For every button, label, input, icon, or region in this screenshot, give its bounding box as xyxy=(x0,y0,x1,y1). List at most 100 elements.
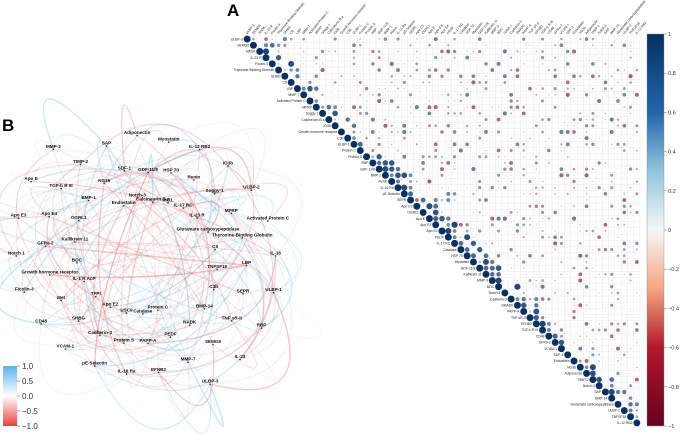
correlation-circle xyxy=(560,205,563,207)
correlation-circle xyxy=(586,51,587,52)
correlation-circle xyxy=(630,329,631,331)
correlation-circle xyxy=(617,88,619,89)
correlation-circle xyxy=(548,51,550,52)
correlation-circle xyxy=(589,364,596,371)
correlation-circle xyxy=(495,265,502,271)
correlation-circle xyxy=(403,100,405,102)
network-node xyxy=(99,334,101,337)
network-edge xyxy=(27,216,85,282)
correlation-circle xyxy=(297,51,298,52)
correlation-circle xyxy=(529,51,531,52)
network-edge xyxy=(120,197,139,344)
correlation-circle xyxy=(359,137,361,139)
correlation-circle xyxy=(510,286,512,288)
correlation-circle xyxy=(567,75,569,77)
network-legend-bar xyxy=(3,366,17,426)
correlation-circle xyxy=(378,125,380,127)
correlation-circle xyxy=(410,156,411,158)
correlation-circle xyxy=(485,44,487,47)
correlation-circle xyxy=(611,100,613,102)
network-edge xyxy=(45,189,252,247)
correlation-circle xyxy=(295,74,300,79)
correlation-circle xyxy=(579,317,581,318)
network-edge xyxy=(60,188,149,344)
correlation-circle xyxy=(407,196,415,204)
correlation-circle xyxy=(472,125,474,127)
network-node-label: Apo E xyxy=(24,176,37,181)
network-edge xyxy=(64,149,200,350)
correlation-circle xyxy=(263,43,269,48)
network-node-label: NADK xyxy=(183,320,197,325)
correlation-circle xyxy=(535,236,537,238)
correlation-circle xyxy=(592,274,594,275)
correlation-circle xyxy=(453,162,456,164)
correlation-circle xyxy=(635,180,639,183)
correlation-circle xyxy=(535,131,537,133)
correlation-circle xyxy=(484,80,488,84)
correlation-circle xyxy=(561,69,562,71)
correlation-circle xyxy=(611,212,613,213)
correlation-circle xyxy=(473,38,474,40)
correlation-circle xyxy=(541,180,544,183)
network-edge xyxy=(24,274,79,325)
correlation-circle xyxy=(314,86,319,91)
correlation-circle xyxy=(591,142,595,147)
correlation-circle xyxy=(420,197,426,203)
correlation-circle xyxy=(429,63,430,65)
network-edge xyxy=(196,157,244,219)
network-edge xyxy=(152,202,172,338)
correlation-circle xyxy=(578,242,582,245)
correlation-circle xyxy=(559,173,564,178)
correlation-circle xyxy=(567,298,569,300)
correlation-circle xyxy=(591,168,594,171)
correlation-row-label: ULBP-3 xyxy=(231,37,243,41)
correlation-circle xyxy=(328,112,330,114)
correlation-circle xyxy=(289,37,293,41)
correlation-circle xyxy=(548,273,550,275)
correlation-circle xyxy=(473,205,474,207)
correlation-circle xyxy=(465,223,469,227)
correlation-circle xyxy=(510,174,512,176)
correlation-circle xyxy=(542,261,543,263)
legend-tick-label: 0.0 xyxy=(22,392,34,401)
correlation-circle xyxy=(256,48,264,55)
network-edge xyxy=(0,291,42,334)
network-edge xyxy=(60,177,198,219)
network-edge xyxy=(168,121,254,191)
correlation-circle xyxy=(478,112,482,115)
network-node-label: HSP 70 xyxy=(163,167,179,172)
correlation-circle xyxy=(510,51,512,52)
correlation-circle xyxy=(341,38,342,40)
correlation-circle xyxy=(604,360,606,362)
correlation-circle xyxy=(284,57,286,59)
network-edge xyxy=(53,149,274,293)
correlation-circle xyxy=(630,218,631,220)
correlation-circle xyxy=(345,117,350,122)
correlation-circle xyxy=(598,88,600,89)
correlation-circle xyxy=(617,267,619,269)
correlation-circle xyxy=(371,93,374,96)
correlation-circle xyxy=(617,385,619,387)
correlation-circle xyxy=(485,51,487,52)
network-edge xyxy=(30,168,232,214)
correlation-circle xyxy=(391,44,393,46)
correlation-circle xyxy=(561,298,562,300)
correlation-circle xyxy=(422,38,424,40)
correlation-circle xyxy=(489,265,495,271)
correlation-circle xyxy=(573,150,575,151)
correlation-circle xyxy=(554,230,556,232)
correlation-circle xyxy=(623,286,625,288)
correlation-column-label: Notch-3 xyxy=(597,23,608,35)
network-node-label: Glutamate carboxypeptidase xyxy=(177,227,240,232)
correlation-circle xyxy=(382,160,389,166)
correlation-circle xyxy=(529,310,531,313)
correlation-circle xyxy=(616,322,620,326)
correlation-circle xyxy=(447,100,450,102)
correlation-color-bar xyxy=(646,33,665,427)
correlation-circle xyxy=(554,44,557,47)
network-edge xyxy=(147,154,154,203)
correlation-circle xyxy=(592,360,594,362)
correlation-row-label: PEDF xyxy=(435,235,444,239)
correlation-circle xyxy=(473,230,474,232)
correlation-circle xyxy=(592,298,594,300)
